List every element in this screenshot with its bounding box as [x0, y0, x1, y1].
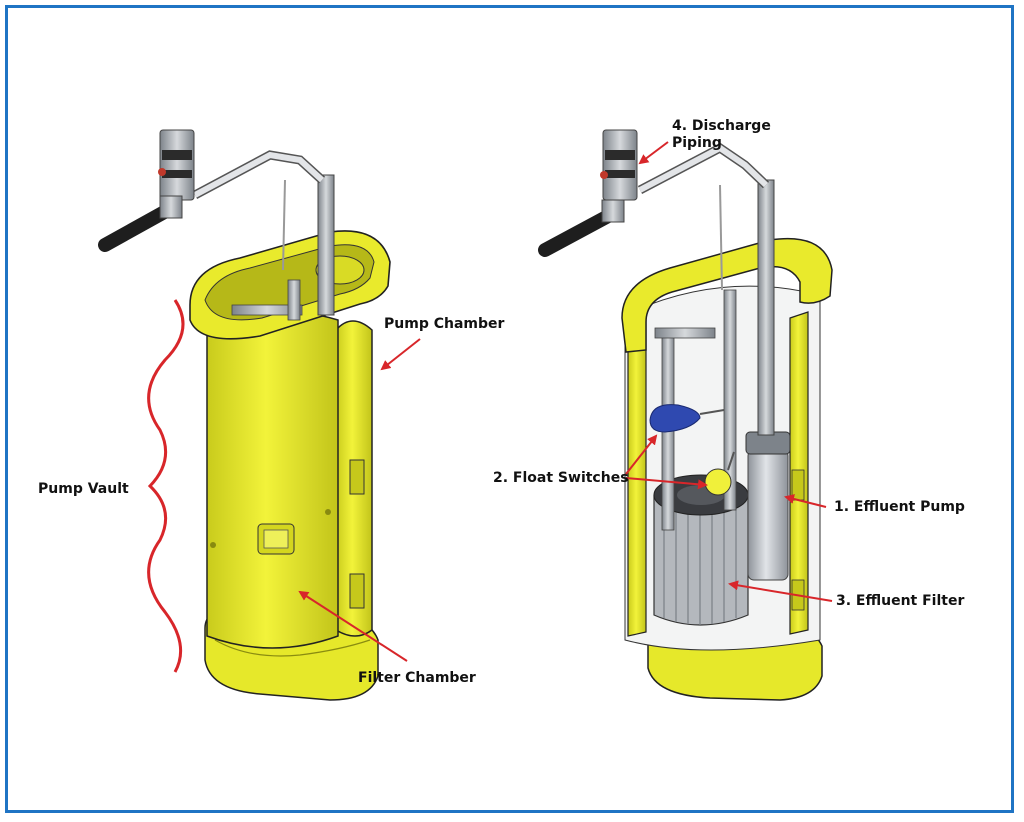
pump-vault-brace — [147, 299, 185, 673]
float-arrow-upper — [625, 434, 658, 475]
effluent-filter-label: 3. Effluent Filter — [836, 593, 965, 609]
effluent-filter-arrow — [728, 580, 833, 602]
filter-chamber-arrow — [298, 590, 408, 662]
pump-chamber-label: Pump Chamber — [384, 316, 505, 332]
right-cutaway-illustration — [538, 129, 833, 701]
effluent-pump-label: 1. Effluent Pump — [834, 499, 965, 515]
discharge-valve — [602, 129, 638, 201]
effluent-pump-arrow — [784, 494, 827, 508]
float-switches-label: 2. Float Switches — [493, 470, 629, 486]
discharge-piping-label: 4. Discharge Piping — [672, 118, 771, 152]
right-lid — [621, 237, 833, 353]
pump-vault-label: Pump Vault — [38, 481, 129, 497]
left-filter-chamber — [206, 309, 339, 649]
discharge-label-line1: 4. Discharge — [672, 118, 771, 134]
pump-chamber-arrow — [380, 338, 421, 371]
float-switch-yellow — [704, 468, 732, 496]
left-pump-vault-illustration — [98, 129, 391, 701]
discharge-label-line2: Piping — [672, 135, 722, 151]
discharge-arrow — [638, 141, 669, 165]
float-arrow-lower — [625, 477, 708, 490]
effluent-pump — [747, 449, 789, 581]
float-switch-blue — [649, 404, 701, 433]
filter-chamber-label: Filter Chamber — [358, 670, 476, 686]
